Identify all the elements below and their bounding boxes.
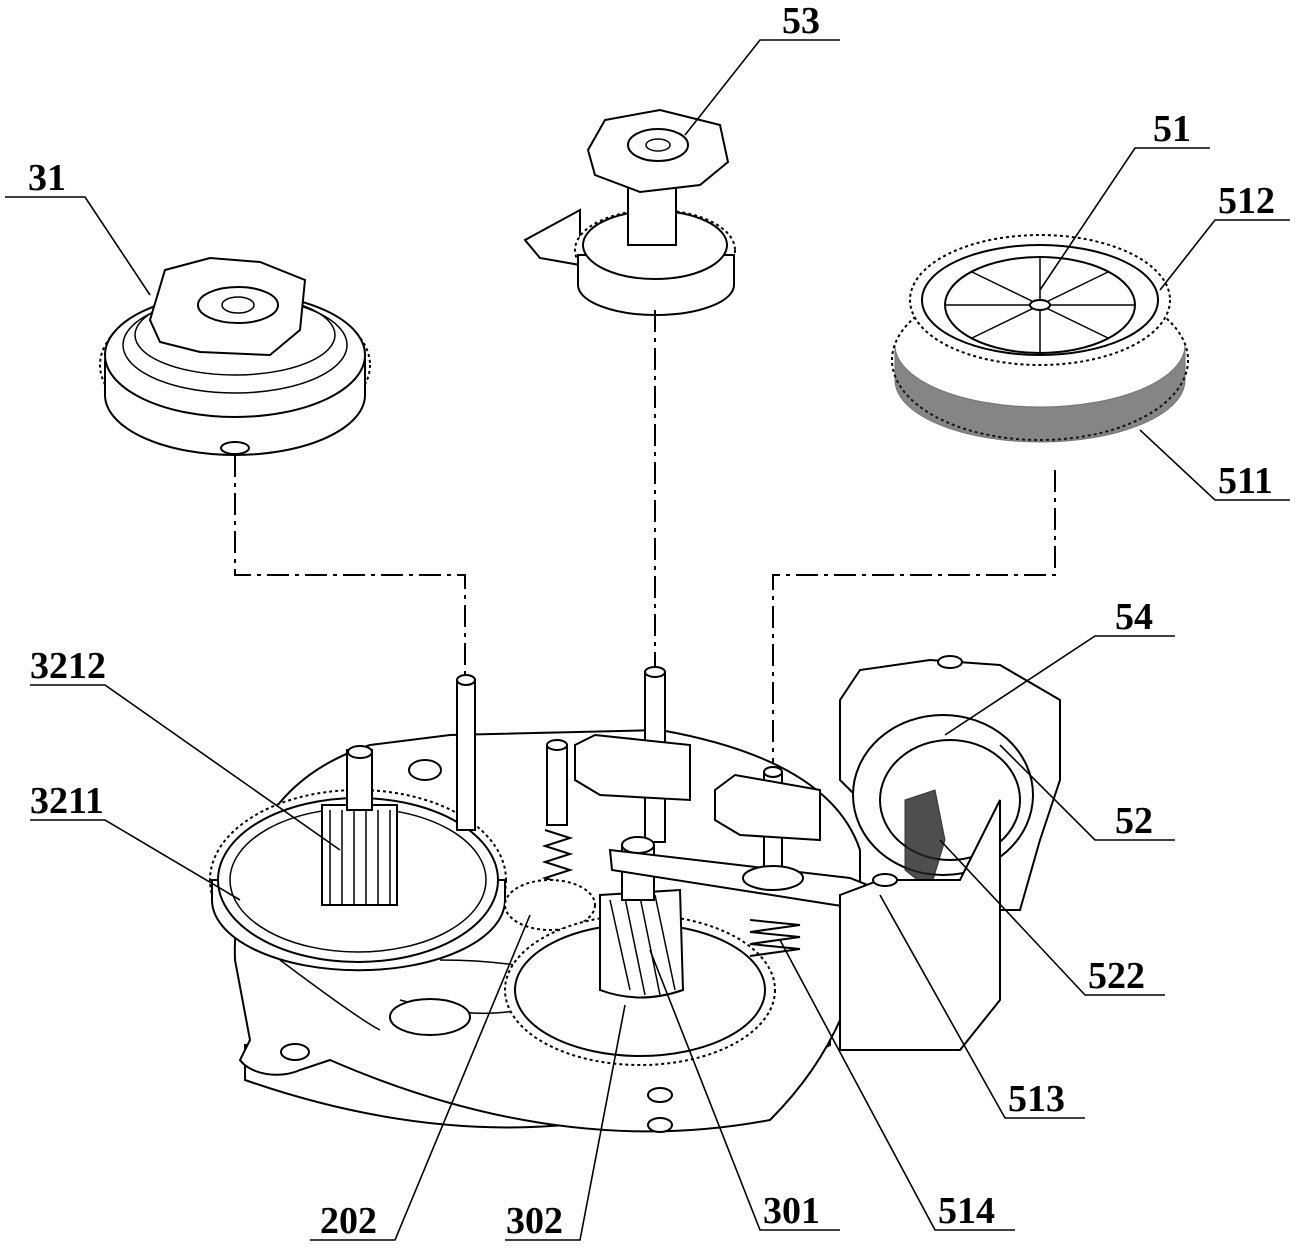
- label-514: 514: [938, 1190, 995, 1232]
- label-54: 54: [1115, 596, 1153, 638]
- label-3212: 3212: [30, 645, 106, 687]
- label-512: 512: [1218, 180, 1275, 222]
- part-51-helical-gear: [891, 234, 1189, 443]
- assembly-axis-lines: [234, 310, 1056, 780]
- label-51: 51: [1153, 108, 1191, 150]
- label-301: 301: [763, 1190, 820, 1232]
- label-31: 31: [28, 157, 66, 199]
- label-302: 302: [506, 1200, 563, 1242]
- label-513: 513: [1008, 1078, 1065, 1120]
- label-202: 202: [320, 1200, 377, 1242]
- part-labels: 31 53 51 512 511 54 3212 3211 52 522 513…: [28, 0, 1275, 1242]
- leader-lines: [5, 39, 1290, 1241]
- label-522: 522: [1088, 955, 1145, 997]
- label-53: 53: [782, 0, 820, 42]
- base-assembly: [209, 655, 1061, 1133]
- label-511: 511: [1218, 460, 1273, 502]
- label-3211: 3211: [30, 780, 104, 822]
- label-52: 52: [1115, 800, 1153, 842]
- part-31-gear: [99, 256, 371, 456]
- part-53-cam-gear: [523, 108, 736, 316]
